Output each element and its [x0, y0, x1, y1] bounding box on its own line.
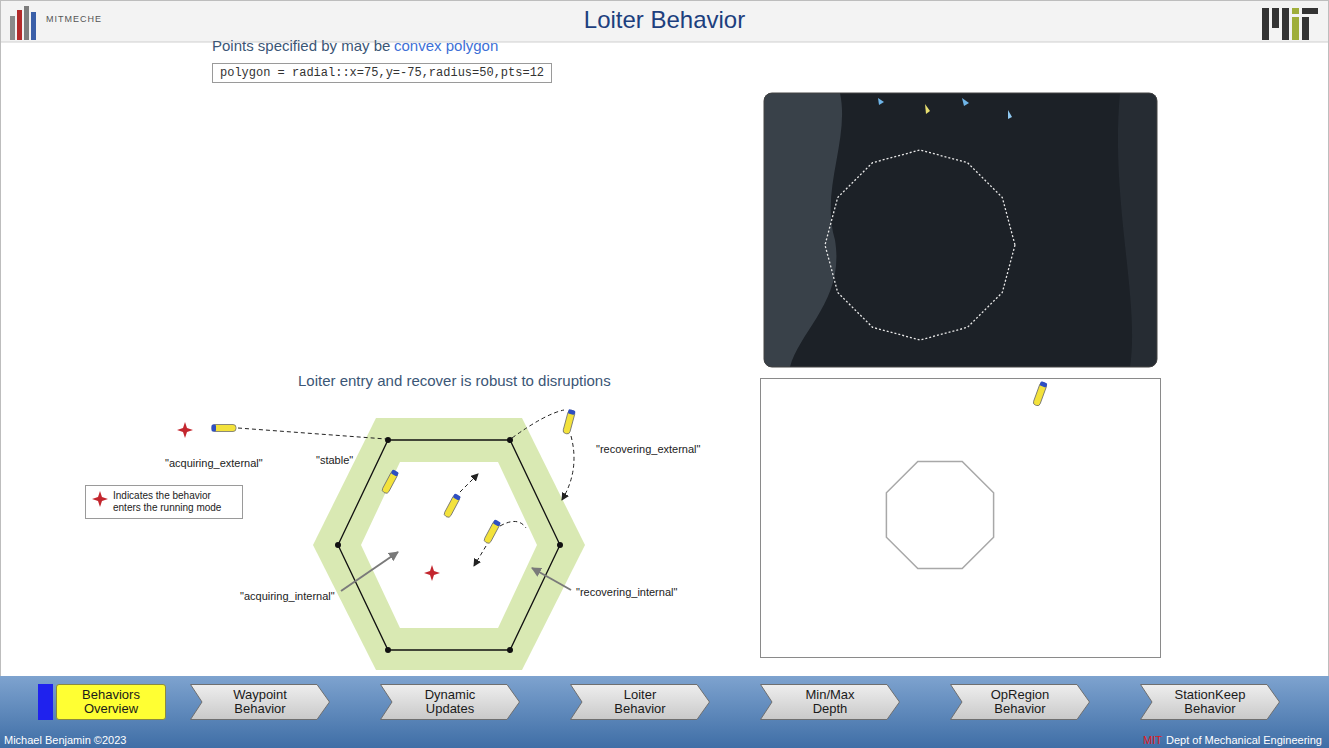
- nav-chevron-tab: Dynamic Updates: [380, 684, 520, 720]
- footer-dept: Dept of Mechanical Engineering: [1166, 734, 1322, 747]
- nav-chevron-tab: OpRegion Behavior: [950, 684, 1090, 720]
- state-label: "stable": [316, 454, 353, 467]
- chevron-outline: [191, 685, 330, 720]
- legend-text: Indicates the behavior enters the runnin…: [113, 490, 237, 514]
- nav-text: OpRegion Behavior: [979, 688, 1061, 716]
- footer-mit: MIT: [1143, 734, 1162, 747]
- nav-text: Waypoint Behavior: [219, 688, 301, 716]
- nav-current-tab: Behaviors Overview: [56, 684, 166, 720]
- chevron-outline: [951, 685, 1090, 720]
- nav-text: Loiter Behavior: [599, 688, 681, 716]
- chevron-outline: [381, 685, 520, 720]
- chevron-outline: [1141, 685, 1280, 720]
- section-note: Loiter entry and recover is robust to di…: [298, 372, 611, 390]
- state-label: "acquiring_internal": [240, 590, 335, 603]
- nav-chevron-tab: Loiter Behavior: [570, 684, 710, 720]
- nav-chevron-tab: Min/Max Depth: [760, 684, 900, 720]
- star-symbol: [92, 491, 108, 507]
- state-label: "acquiring_external": [165, 457, 263, 470]
- code-box: polygon = radial::x=75,y=-75,radius=50,p…: [212, 63, 552, 83]
- nav-text: Min/Max Depth: [789, 688, 871, 716]
- code-text: polygon = radial::x=75,y=-75,radius=50,p…: [220, 66, 544, 80]
- highlight-text: convex polygon: [394, 37, 498, 55]
- nav-text: StationKeep Behavior: [1169, 688, 1251, 716]
- nav-text: Dynamic Updates: [409, 688, 491, 716]
- nav-chevron-tab: StationKeep Behavior: [1140, 684, 1280, 720]
- legend-star: [91, 490, 109, 508]
- state-label: "recovering_internal": [576, 586, 677, 599]
- chevron-outline: [571, 685, 710, 720]
- chevron-outline: [761, 685, 900, 720]
- nav-chevron-tab: Waypoint Behavior: [190, 684, 330, 720]
- state-label: "recovering_external": [596, 443, 700, 456]
- legend-box: Indicates the behavior enters the runnin…: [85, 485, 243, 519]
- slide-title: Loiter Behavior: [0, 6, 1329, 35]
- intro-text: Points specified by may be: [212, 37, 390, 55]
- footer-author: Michael Benjamin ©2023: [4, 734, 126, 747]
- nav-text: Behaviors Overview: [70, 688, 152, 716]
- logo-text: MITMECHE: [46, 14, 102, 25]
